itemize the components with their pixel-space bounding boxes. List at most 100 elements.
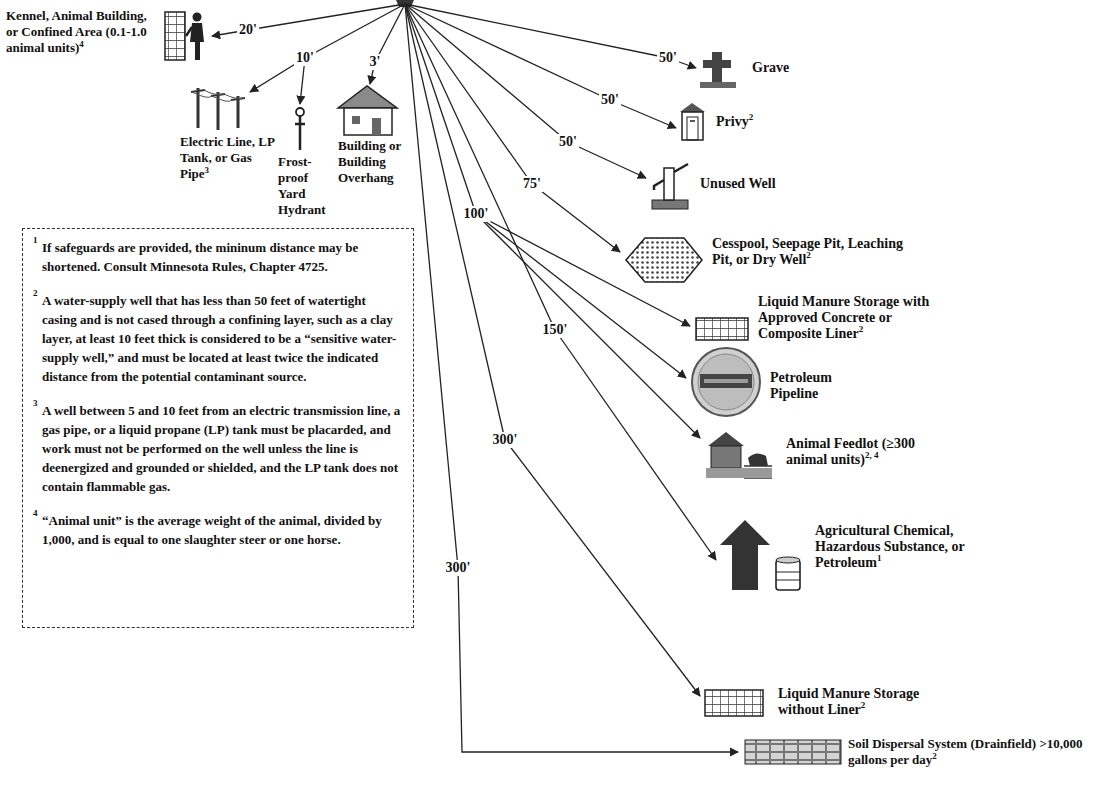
footnote-ref: 2: [806, 250, 811, 260]
item-text: Building or Building Overhang: [338, 138, 401, 185]
item-label: Liquid Manure Storage without Liner2: [778, 686, 928, 718]
unused-well-icon: [652, 164, 688, 209]
distance-label: 50': [557, 134, 579, 150]
item-label: Grave: [752, 60, 832, 76]
hydrant-icon: [296, 108, 304, 116]
leader-line: [305, 4, 405, 58]
grave-icon: [703, 52, 731, 82]
pipeline-icon: [704, 379, 748, 383]
leader-line: [405, 4, 668, 58]
item-text: Privy: [716, 114, 749, 129]
building-icon: [344, 108, 392, 135]
footnote-ref: 4: [79, 39, 84, 49]
footnote-ref: 2: [749, 112, 754, 122]
drainfield-icon: [745, 740, 841, 764]
leader-arrow: [555, 330, 716, 560]
leader-line: [405, 4, 568, 142]
leader-arrow: [476, 214, 700, 438]
footnote-box: 1If safeguards are provided, the mininum…: [22, 228, 414, 628]
pipeline-icon: [692, 348, 760, 416]
electric-line-icon: [192, 90, 244, 101]
footnote-text: A well between 5 and 10 feet from an ele…: [42, 403, 400, 494]
chemical-icon: [720, 520, 770, 590]
distance-label: 50': [599, 92, 621, 108]
leader-arrow: [458, 568, 738, 752]
chemical-icon: [776, 560, 800, 590]
unused-well-icon: [652, 200, 688, 209]
item-label: Cesspool, Seepage Pit, Leaching Pit, or …: [712, 236, 912, 268]
grave-icon: [700, 82, 736, 88]
grave-icon: [700, 52, 736, 88]
building-icon: [338, 86, 397, 135]
privy-icon: [680, 103, 705, 140]
footnote: 4“Animal unit” is the average weight of …: [33, 511, 403, 549]
item-label: Electric Line, LP Tank, or Gas Pipe3: [180, 134, 275, 182]
cesspool-icon: [626, 238, 702, 282]
building-icon: [352, 116, 360, 124]
kennel-icon: [186, 27, 192, 36]
manure-storage-icon: [705, 690, 763, 716]
pipeline-icon: [698, 354, 754, 410]
distance-label: 100': [462, 206, 491, 222]
item-text: Kennel, Animal Building, or Confined Are…: [6, 8, 147, 55]
leader-line: [405, 4, 532, 184]
item-label: Agricultural Chemical, Hazardous Substan…: [815, 523, 980, 571]
pipeline-icon: [700, 374, 752, 388]
unused-well-icon: [664, 168, 674, 200]
kennel-icon: [165, 12, 185, 60]
kennel-icon: [193, 13, 202, 22]
feedlot-icon: [708, 432, 744, 446]
distance-label: 50': [657, 50, 679, 66]
footnote: 3A well between 5 and 10 feet from an el…: [33, 401, 403, 496]
building-icon: [338, 86, 397, 108]
feedlot-icon: [706, 432, 772, 478]
feedlot-icon: [711, 446, 741, 468]
leader-line: [405, 4, 505, 440]
item-label: Petroleum Pipeline: [770, 370, 860, 402]
item-text: Agricultural Chemical, Hazardous Substan…: [815, 523, 964, 570]
unused-well-icon: [674, 164, 688, 172]
leader-line: [405, 4, 555, 330]
item-label: Animal Feedlot (≥300 animal units)2, 4: [786, 436, 936, 468]
distance-label: 20': [237, 22, 259, 38]
cesspool-icon: [626, 238, 702, 282]
footnote-ref: 1: [877, 553, 882, 563]
item-text: Soil Dispersal System (Drainfield) >10,0…: [848, 736, 1083, 767]
privy-icon: [682, 112, 703, 140]
leader-line: [405, 4, 476, 214]
manure-storage-icon: [705, 690, 763, 716]
item-text: Grave: [752, 60, 789, 75]
privy-icon: [690, 120, 695, 122]
distance-label: 10': [294, 50, 316, 66]
item-text: Unused Well: [700, 176, 776, 191]
footnote-number: 2: [33, 287, 38, 299]
distance-label: 150': [541, 322, 570, 338]
chemical-icon: [776, 572, 800, 580]
distance-label: 75': [521, 176, 543, 192]
footnote-text: “Animal unit” is the average weight of t…: [42, 513, 382, 547]
item-text: Electric Line, LP Tank, or Gas Pipe: [180, 134, 274, 181]
item-label: Frost- proof Yard Hydrant: [278, 154, 334, 218]
electric-line-icon: [191, 88, 245, 130]
footnote-ref: 2: [861, 700, 866, 710]
leader-arrow: [505, 440, 700, 696]
footnote-ref: 3: [205, 165, 210, 175]
item-text: Liquid Manure Storage with Approved Conc…: [758, 294, 929, 341]
item-label: Privy2: [716, 114, 796, 130]
kennel-icon: [165, 12, 204, 60]
item-label: Building or Building Overhang: [338, 138, 410, 186]
footnote-text: A water-supply well that has less than 5…: [42, 293, 396, 384]
unused-well-icon: [654, 180, 664, 190]
leader-arrow: [476, 214, 690, 326]
item-text: Frost- proof Yard Hydrant: [278, 154, 326, 217]
footnote-ref: 2, 4: [865, 450, 879, 460]
footnote: 2A water-supply well that has less than …: [33, 291, 403, 386]
manure-storage-icon: [696, 318, 748, 340]
chemical-icon: [776, 557, 800, 563]
leader-line: [405, 4, 610, 100]
hydrant-icon: [295, 116, 305, 150]
footnote-number: 3: [33, 397, 38, 409]
footnote-ref: 2: [859, 324, 864, 334]
hydrant-icon: [295, 108, 305, 150]
